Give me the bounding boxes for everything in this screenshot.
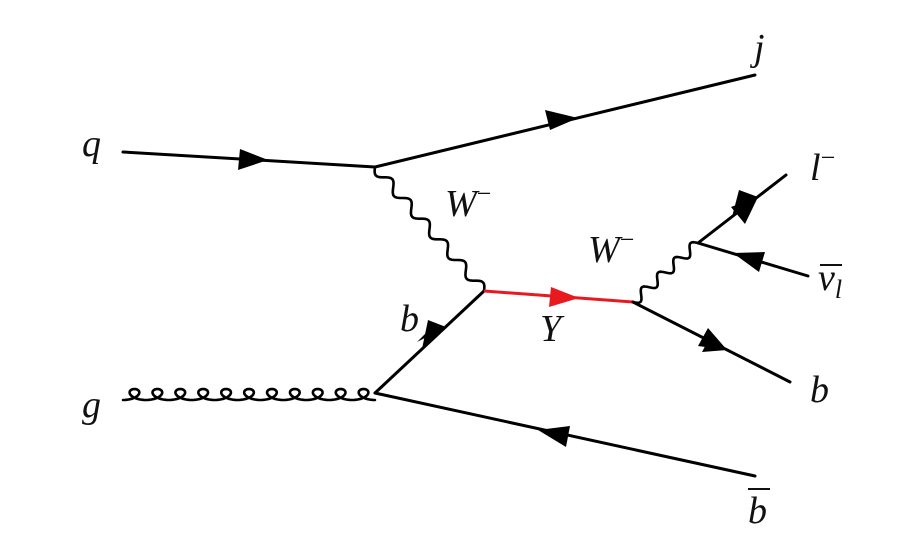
jet-j-arrow xyxy=(545,110,578,130)
label-w-right: W− xyxy=(588,225,634,271)
label-lepton: l− xyxy=(810,143,835,189)
label-g: g xyxy=(82,384,101,426)
bbar-arrow xyxy=(538,426,570,447)
label-w-upper: W− xyxy=(445,179,491,225)
lepton-arrow-b xyxy=(731,197,758,224)
label-y: Y xyxy=(540,308,565,350)
quark-b-internal-arrowhead xyxy=(422,320,446,349)
gluon-coil xyxy=(121,387,377,402)
label-q: q xyxy=(82,123,101,165)
y-particle-arrow xyxy=(549,287,579,307)
b-out-arrowhead xyxy=(702,333,727,352)
label-j: j xyxy=(749,27,765,69)
label-antineutrino: νl xyxy=(818,257,842,304)
label-bbar: b xyxy=(748,488,770,532)
label-b-internal: b xyxy=(400,298,419,340)
neutrino-arrow xyxy=(733,252,765,272)
label-b-out: b xyxy=(810,369,829,411)
svg-text:b: b xyxy=(748,490,767,532)
w-boson-upper xyxy=(373,165,486,293)
quark-q-arrow xyxy=(238,149,268,170)
w-boson-right xyxy=(631,240,700,305)
svg-text:νl: νl xyxy=(818,257,842,304)
